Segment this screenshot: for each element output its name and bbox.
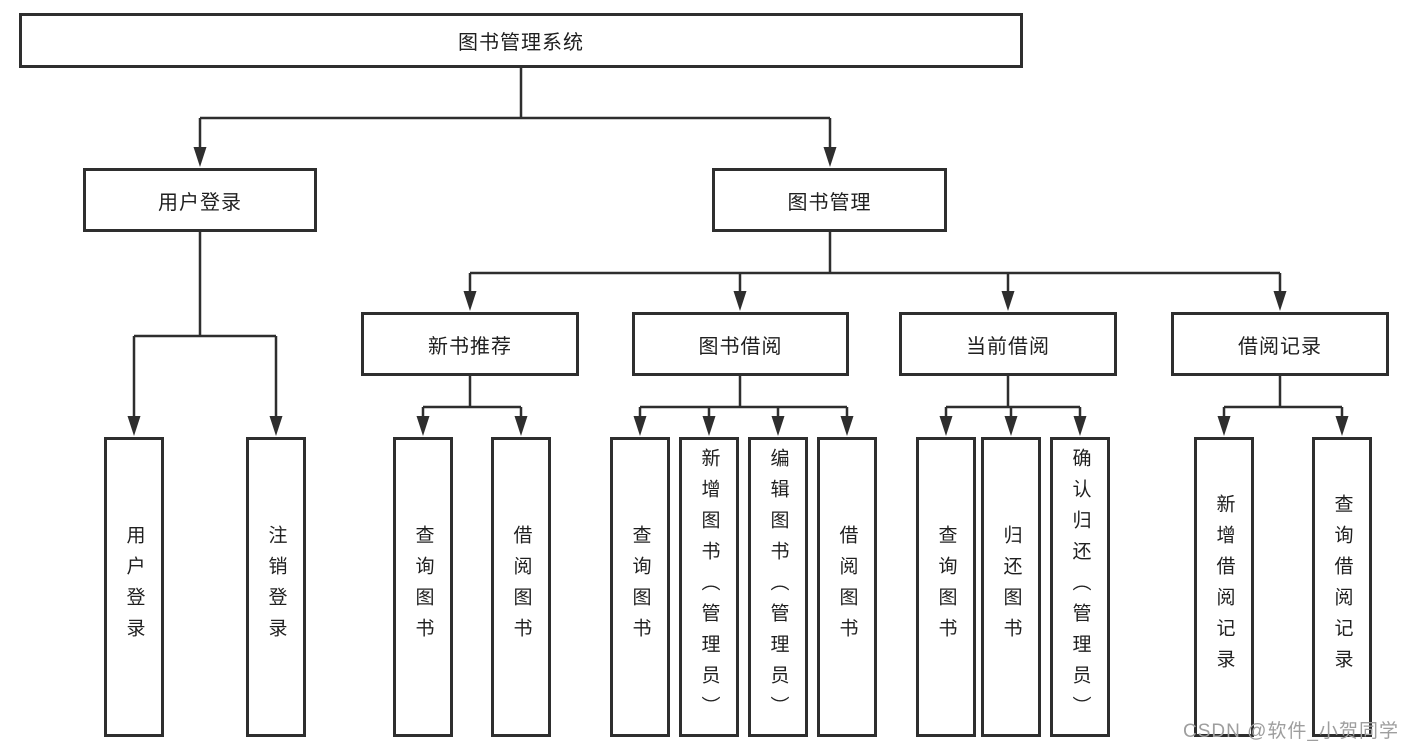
node-label: 借阅图书 <box>836 525 858 649</box>
leaf-return-books: 归还图书 <box>981 437 1041 737</box>
leaf-borrow-books-recommend: 借阅图书 <box>491 437 551 737</box>
node-label: 归还图书 <box>1000 525 1022 649</box>
node-new-book-recommendation: 新书推荐 <box>361 312 579 376</box>
leaf-query-books-borrow: 查询图书 <box>610 437 670 737</box>
leaf-add-book-admin: 新增图书（管理员） <box>679 437 739 737</box>
arrow-head-icon <box>702 416 716 436</box>
node-label: 查询借阅记录 <box>1331 494 1353 680</box>
node-user-login: 用户登录 <box>83 168 317 232</box>
node-label: 用户登录 <box>158 191 242 214</box>
arrow-head-icon <box>127 416 141 436</box>
node-label: 借阅记录 <box>1238 335 1322 358</box>
arrow-head-icon <box>823 147 837 167</box>
node-label: 编辑图书（管理员） <box>767 447 789 727</box>
leaf-borrow-books: 借阅图书 <box>817 437 877 737</box>
node-label: 图书管理系统 <box>458 32 584 54</box>
node-library-system: 图书管理系统 <box>19 13 1023 68</box>
arrow-shafts <box>132 118 1344 421</box>
watermark: CSDN @软件_小贺同学 <box>1183 721 1399 742</box>
arrow-head-icon <box>733 291 747 311</box>
connector-root-stem <box>200 68 830 120</box>
arrow-head-icon <box>514 416 528 436</box>
node-current-borrowing: 当前借阅 <box>899 312 1117 376</box>
arrow-head-icon <box>939 416 953 436</box>
leaf-confirm-return-admin: 确认归还（管理员） <box>1050 437 1110 737</box>
connector-user-login-stem <box>134 232 276 338</box>
arrow-heads <box>127 147 1349 436</box>
arrow-head-icon <box>463 291 477 311</box>
arrow-head-icon <box>633 416 647 436</box>
node-label: 注销登录 <box>265 525 287 649</box>
leaf-query-borrow-record: 查询借阅记录 <box>1312 437 1372 737</box>
arrow-head-icon <box>193 147 207 167</box>
connector-book-management-stem <box>470 232 1280 275</box>
connector-current-borrowing-stem <box>946 376 1080 409</box>
arrow-head-icon <box>1004 416 1018 436</box>
connector-new-book-stem <box>423 376 521 409</box>
arrow-head-icon <box>840 416 854 436</box>
node-label: 查询图书 <box>412 525 434 649</box>
arrow-head-icon <box>1335 416 1349 436</box>
leaf-query-books-current: 查询图书 <box>916 437 976 737</box>
node-label: 图书管理 <box>787 191 872 214</box>
connector-lines <box>132 68 1344 421</box>
leaf-user-login: 用户登录 <box>104 437 164 737</box>
connector-borrowing-records-stem <box>1224 376 1342 409</box>
arrow-head-icon <box>1073 416 1087 436</box>
leaf-edit-book-admin: 编辑图书（管理员） <box>748 437 808 737</box>
node-book-management: 图书管理 <box>712 168 947 232</box>
arrow-head-icon <box>269 416 283 436</box>
node-borrowing-records: 借阅记录 <box>1171 312 1389 376</box>
node-label: 新增图书（管理员） <box>698 447 720 727</box>
arrow-head-icon <box>1273 291 1287 311</box>
arrow-head-icon <box>771 416 785 436</box>
arrow-head-icon <box>416 416 430 436</box>
leaf-logout: 注销登录 <box>246 437 306 737</box>
arrow-head-icon <box>1217 416 1231 436</box>
node-book-borrowing: 图书借阅 <box>632 312 849 376</box>
connector-book-borrowing-stem <box>640 376 847 409</box>
node-label: 当前借阅 <box>966 335 1050 358</box>
node-label: 新书推荐 <box>428 335 512 358</box>
leaf-query-books-recommend: 查询图书 <box>393 437 453 737</box>
node-label: 借阅图书 <box>510 525 532 649</box>
node-label: 用户登录 <box>123 525 145 649</box>
node-label: 新增借阅记录 <box>1213 494 1235 680</box>
arrow-head-icon <box>1001 291 1015 311</box>
node-label: 查询图书 <box>935 525 957 649</box>
leaf-add-borrow-record: 新增借阅记录 <box>1194 437 1254 737</box>
node-label: 查询图书 <box>629 525 651 649</box>
node-label: 确认归还（管理员） <box>1069 447 1091 727</box>
node-label: 图书借阅 <box>698 335 783 358</box>
